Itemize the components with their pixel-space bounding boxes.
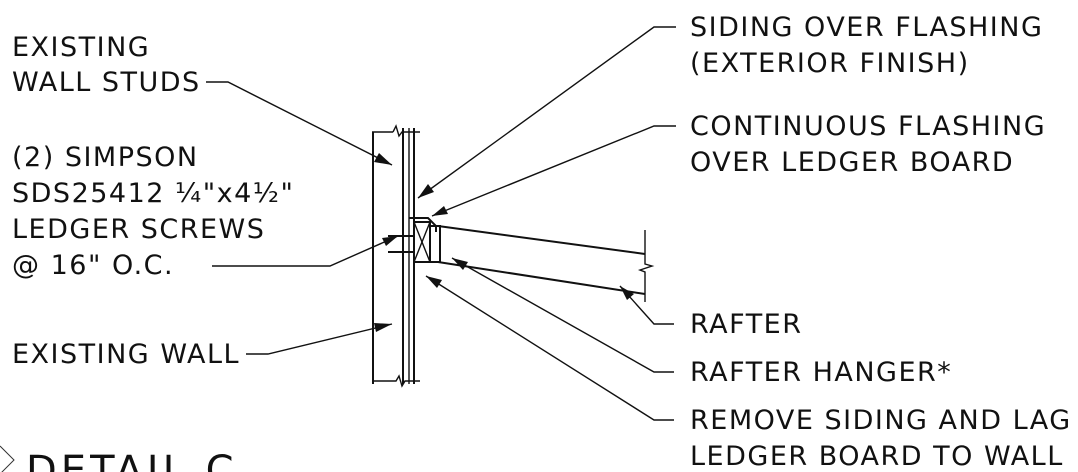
label-remove-siding-line1: REMOVE SIDING AND LAG — [690, 405, 1072, 436]
ledger-board — [388, 217, 441, 263]
label-flashing-line1: CONTINUOUS FLASHING — [690, 111, 1046, 142]
label-screws-line2: SDS25412 ¼"x4½" — [12, 178, 294, 209]
label-flashing-line2: OVER LEDGER BOARD — [690, 147, 1014, 178]
label-screws-line1: (2) SIMPSON — [12, 142, 199, 173]
label-existing-wall: EXISTING WALL — [12, 339, 240, 370]
leader-lines — [206, 26, 676, 421]
label-screws-line4: @ 16" O.C. — [12, 250, 174, 281]
label-remove-siding-line2: LEDGER BOARD TO WALL — [690, 441, 1064, 472]
label-wall-studs-line2: WALL STUDS — [12, 67, 201, 98]
label-rafter-hanger: RAFTER HANGER* — [690, 357, 952, 388]
detail-title: DETAIL C — [0, 445, 238, 472]
detail-title-text: DETAIL C — [26, 448, 238, 472]
existing-wall — [372, 124, 420, 388]
label-rafter: RAFTER — [690, 309, 803, 340]
label-siding-line2: (EXTERIOR FINISH) — [690, 48, 970, 79]
label-screws-line3: LEDGER SCREWS — [12, 214, 265, 245]
label-siding-line1: SIDING OVER FLASHING — [690, 12, 1043, 43]
label-wall-studs-line1: EXISTING — [12, 32, 150, 63]
rafter-member — [437, 225, 655, 302]
